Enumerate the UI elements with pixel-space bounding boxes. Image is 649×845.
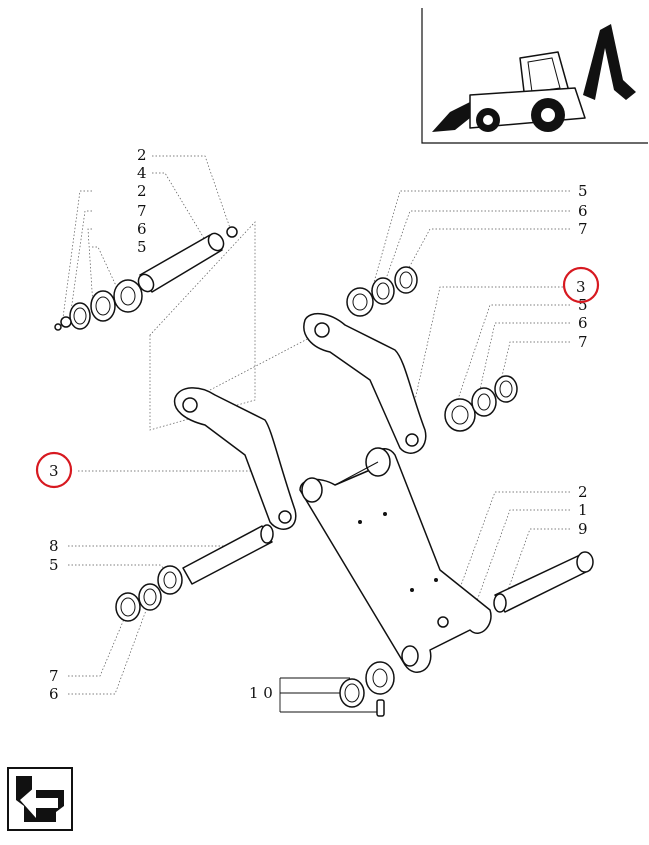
bushings-right-top <box>346 266 418 317</box>
callout-4: 4 <box>137 164 147 182</box>
highlight-marks <box>35 266 600 489</box>
callout-labels: 2 4 2 7 6 5 5 6 7 3 5 6 7 3 2 1 9 8 5 7 … <box>49 146 588 703</box>
callout-6: 6 <box>137 220 147 238</box>
callout-5: 5 <box>578 182 588 200</box>
callout-1: 1 <box>578 501 588 519</box>
callout-6: 6 <box>578 314 588 332</box>
pin-assembly-lower-left <box>115 524 274 622</box>
link-arm-upper <box>303 313 427 454</box>
pin-9 <box>493 551 594 613</box>
bushings-right-mid <box>444 375 518 432</box>
link-arm-lower <box>173 387 297 530</box>
callout-5: 5 <box>578 296 588 314</box>
highlight-circle-callout-3-right <box>562 266 600 304</box>
callout-5: 5 <box>49 556 59 574</box>
callout-7: 7 <box>578 333 588 351</box>
callout-2: 2 <box>578 483 588 501</box>
callout-7: 7 <box>137 202 147 220</box>
back-arrow-icon[interactable] <box>7 767 73 831</box>
callout-6: 6 <box>578 202 588 220</box>
bushings-lower <box>339 616 449 717</box>
highlight-circle-callout-3-left <box>35 451 73 489</box>
callout-3: 3 <box>576 278 586 296</box>
callout-2: 2 <box>137 182 147 200</box>
main-frame <box>299 447 492 673</box>
callout-6: 6 <box>49 685 59 703</box>
callout-8: 8 <box>49 537 59 555</box>
callout-3: 3 <box>49 462 59 480</box>
callout-5: 5 <box>137 238 147 256</box>
backhoe-loader-icon <box>421 8 648 144</box>
callout-9: 9 <box>578 520 588 538</box>
callout-2: 2 <box>137 146 147 164</box>
callout-10: 1 0 <box>249 684 273 702</box>
callout-7: 7 <box>578 220 588 238</box>
callout-7: 7 <box>49 667 59 685</box>
pin-assembly-top-left <box>54 226 238 331</box>
